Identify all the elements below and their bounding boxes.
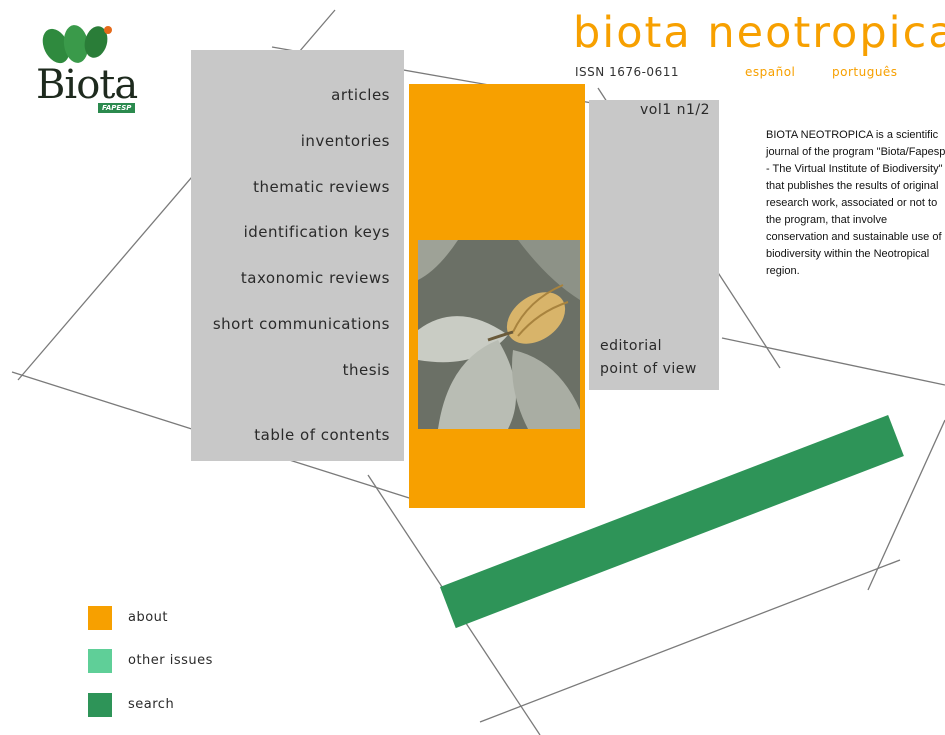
cover-photo [418,240,580,429]
menu-short-communications[interactable]: short communications [212,315,390,333]
biota-logo[interactable]: Biota FAPESP [30,20,155,115]
other-issues-swatch[interactable] [88,649,112,673]
search-swatch[interactable] [88,693,112,717]
logo-wordmark: Biota [36,62,138,108]
section-menu: articles inventories thematic reviews id… [191,50,404,461]
leaves-icon [42,25,112,64]
language-portugues[interactable]: português [832,65,898,79]
menu-inventories[interactable]: inventories [300,132,390,150]
other-issues-link[interactable]: other issues [128,653,213,668]
about-link[interactable]: about [128,610,169,625]
fapesp-badge: FAPESP [98,103,136,113]
volume-number[interactable]: vol1 n1/2 [640,102,711,118]
about-swatch[interactable] [88,606,112,630]
journal-description: BIOTA NEOTROPICA is a scientific journal… [766,129,945,277]
site-title: biota neotropica [573,8,945,58]
point-of-view-link[interactable]: point of view [600,361,697,377]
menu-identification-keys[interactable]: identification keys [243,223,390,241]
menu-taxonomic-reviews[interactable]: taxonomic reviews [240,269,390,287]
issue-panel [589,100,719,390]
menu-articles[interactable]: articles [331,86,390,104]
issn-number: ISSN 1676-0611 [575,65,679,79]
search-link[interactable]: search [128,697,175,712]
editorial-link[interactable]: editorial [600,338,663,354]
menu-thematic-reviews[interactable]: thematic reviews [253,178,390,196]
language-espanol[interactable]: español [745,65,796,79]
menu-table-of-contents[interactable]: table of contents [254,426,390,444]
menu-thesis[interactable]: thesis [342,361,390,379]
